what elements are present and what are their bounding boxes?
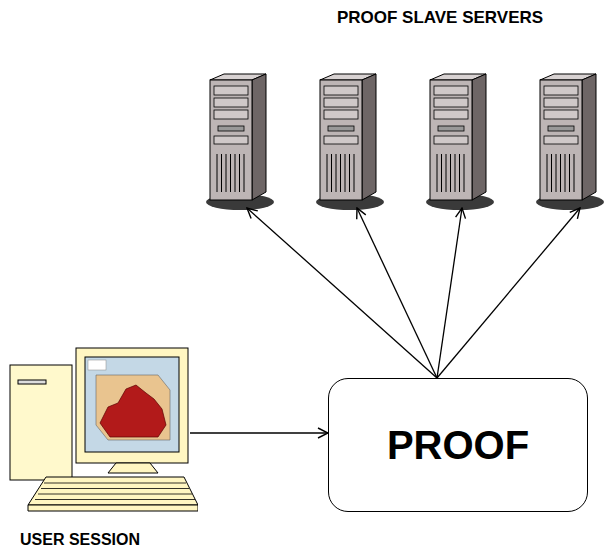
server-tower [206, 74, 274, 210]
box-label: PROOF [387, 423, 529, 468]
process-box: PROOF [328, 378, 588, 512]
connector-arrow [190, 432, 328, 433]
node-caption: USER SESSION [20, 531, 140, 549]
server-tower [426, 74, 494, 210]
computer-illustration [8, 345, 198, 530]
server-tower [536, 74, 604, 210]
diagram-title: PROOF SLAVE SERVERS [290, 8, 590, 28]
server-tower [316, 74, 384, 210]
user-computer: USER SESSION [8, 345, 198, 553]
